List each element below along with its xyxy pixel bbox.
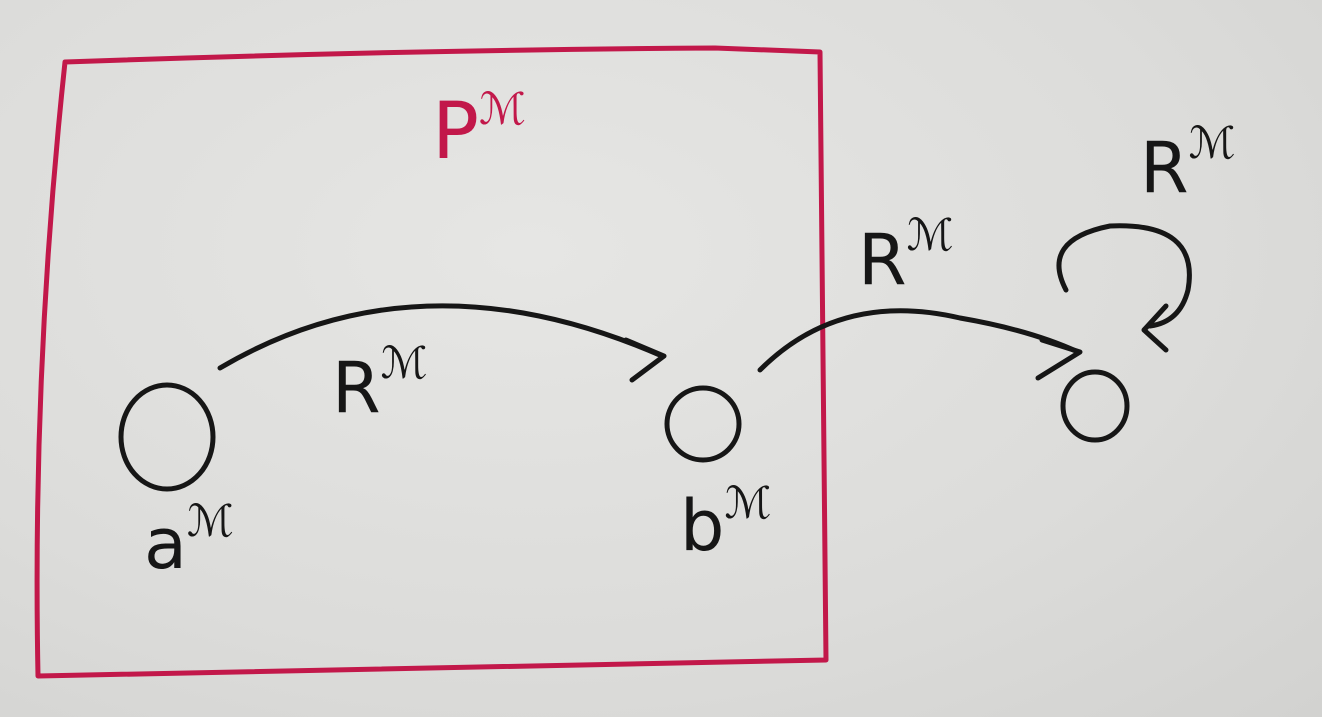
edge-b-c-label: Rℳ [858,210,954,301]
edge-b-c-arrowhead [1035,337,1083,381]
edge-a-b-label: Rℳ [332,338,428,429]
node-b-circle [664,385,742,463]
edge-c-loop [1056,223,1192,329]
edge-b-c-arc [757,308,1081,373]
edge-a-b-arc [217,303,665,371]
concept-p-box [34,45,829,679]
node-b-label: bℳ [680,478,772,567]
node-a-circle [118,382,216,492]
edge-c-loop-arrowhead [1141,303,1169,353]
node-c-circle [1060,369,1130,443]
edge-c-loop-label: Rℳ [1140,118,1236,209]
concept-p-label: Pℳ [432,84,526,177]
node-a-label: aℳ [144,496,234,585]
edge-a-b-arrowhead [623,337,667,383]
